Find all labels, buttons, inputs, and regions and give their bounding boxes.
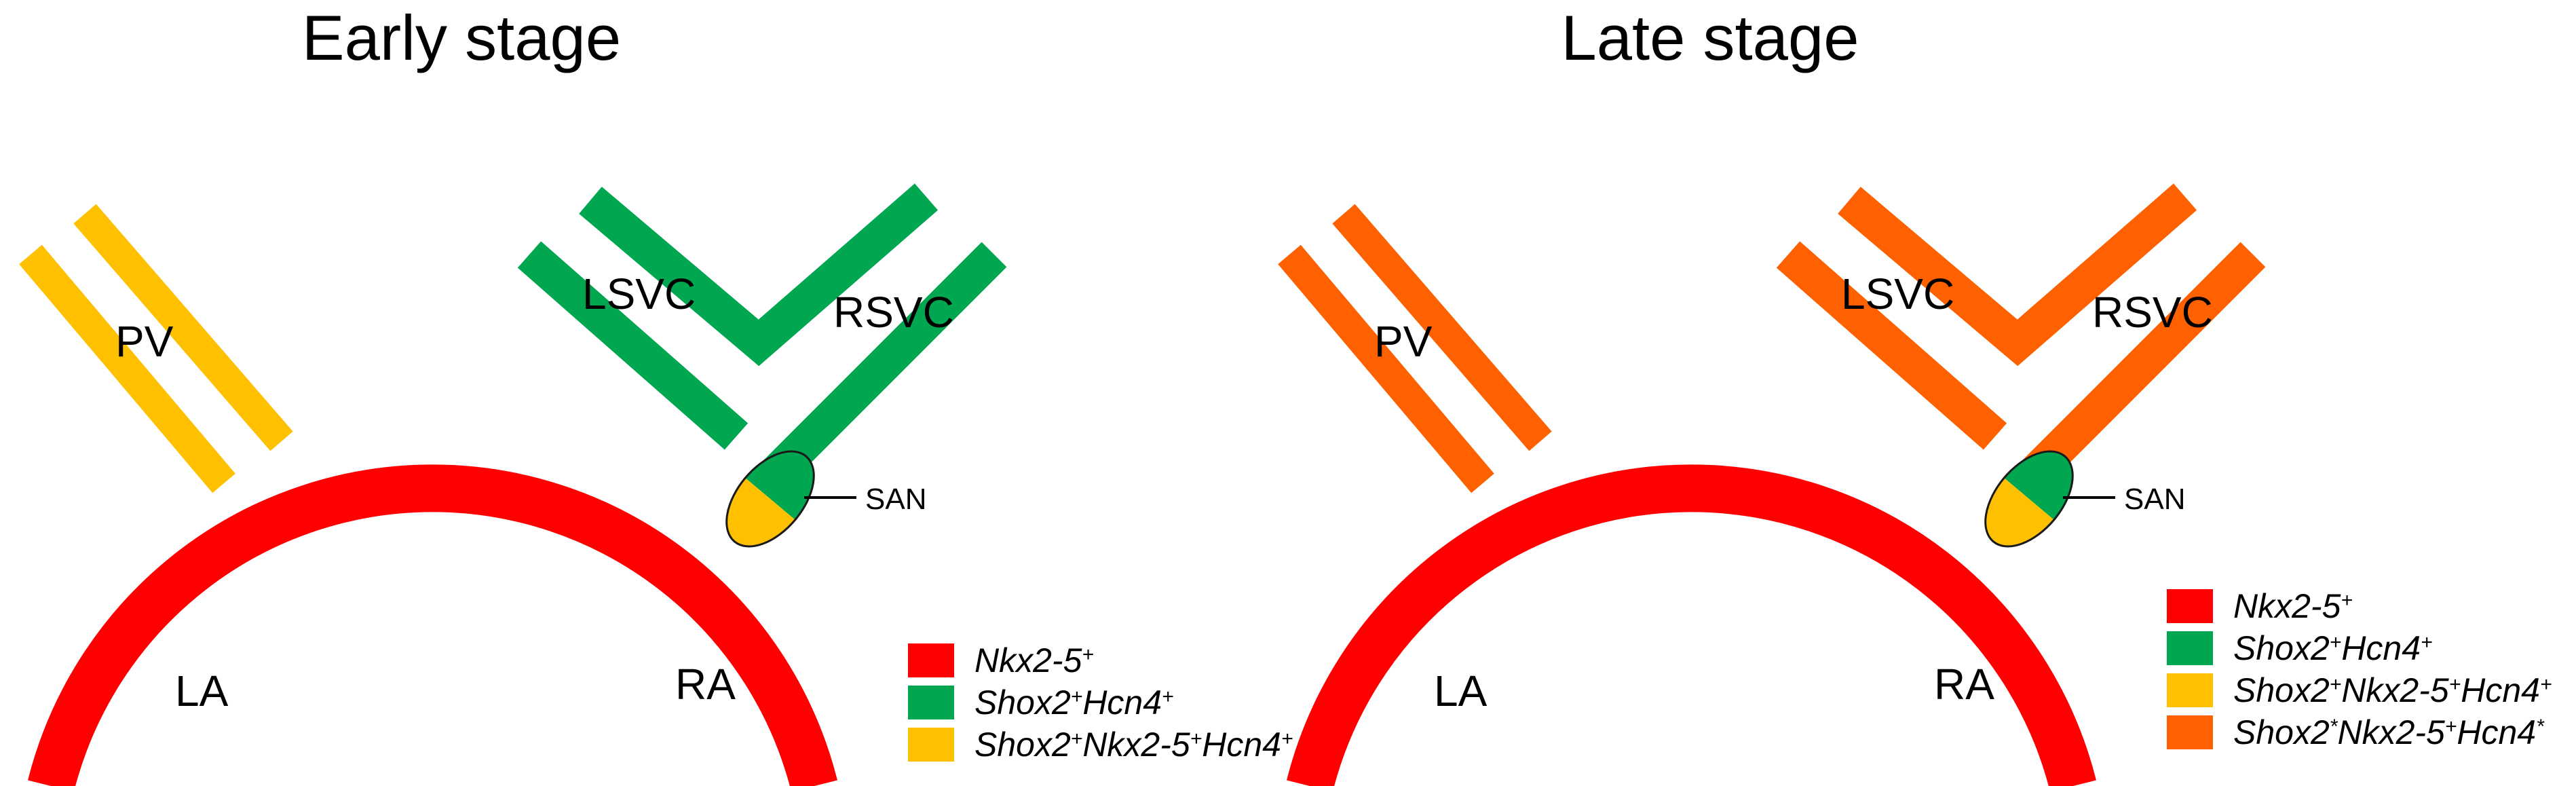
legend-swatch: [2167, 631, 2213, 665]
legend-label: Shox2*Nkx2-5+Hcn4*: [2233, 713, 2545, 751]
rsvc-label: RSVC: [833, 288, 954, 337]
svc-vessels: [1776, 183, 2266, 488]
svc-vessels: [517, 183, 1007, 488]
legend-label: Shox2+Nkx2-5+Hcn4+: [2233, 671, 2552, 709]
legend-label: Nkx2-5+: [974, 641, 1094, 679]
legend-swatch: [2167, 673, 2213, 707]
ra-label: RA: [1934, 660, 1994, 709]
legend-item: Shox2+Nkx2-5+Hcn4+: [908, 726, 1293, 764]
lsvc-label: LSVC: [582, 269, 696, 318]
panel-title: Late stage: [1561, 2, 1859, 73]
legend-label: Nkx2-5+: [2233, 587, 2353, 625]
legend-label: Shox2+Hcn4+: [974, 684, 1174, 722]
pv-vessel: [1278, 204, 1552, 493]
legend-item: Nkx2-5+: [2167, 587, 2353, 625]
legend: Nkx2-5+ Shox2+Hcn4+ Shox2+Nkx2-5+Hcn4+ Shox…: [2167, 587, 2552, 751]
la-label: LA: [1434, 667, 1488, 715]
panel-title: Early stage: [302, 2, 621, 73]
legend-item: Shox2+Nkx2-5+Hcn4+: [2167, 671, 2552, 709]
ra-label: RA: [675, 660, 736, 709]
lsvc-label: LSVC: [1841, 269, 1954, 318]
legend-item: Shox2*Nkx2-5+Hcn4*: [2167, 713, 2545, 751]
panel-early-stage: Early stage SAN: [19, 2, 1293, 786]
atrium-ring: [1287, 464, 2096, 786]
panel-late-stage: Late stage SAN PV LSVC RSVC: [1278, 2, 2552, 786]
legend-item: Shox2+Hcn4+: [2167, 629, 2433, 667]
legend-item: Nkx2-5+: [908, 641, 1094, 679]
legend-item: Shox2+Hcn4+: [908, 684, 1174, 722]
legend: Nkx2-5+ Shox2+Hcn4+ Shox2+Nkx2-5+Hcn4+: [908, 641, 1293, 764]
san-label: SAN: [865, 483, 926, 516]
vessel-base-gaps: [70, 276, 283, 498]
pv-label: PV: [1374, 317, 1433, 366]
la-label: LA: [175, 667, 229, 715]
atrium-ring: [28, 464, 837, 786]
legend-swatch: [2167, 715, 2213, 749]
pv-vessel: [19, 204, 293, 493]
legend-swatch: [2167, 589, 2213, 623]
legend-label: Shox2+Hcn4+: [2233, 629, 2433, 667]
legend-label: Shox2+Nkx2-5+Hcn4+: [974, 726, 1293, 764]
vessel-base-gaps: [1329, 276, 1542, 498]
rsvc-label: RSVC: [2092, 288, 2213, 337]
san-label: SAN: [2124, 483, 2185, 516]
pv-label: PV: [115, 317, 174, 366]
legend-swatch: [908, 643, 954, 677]
legend-swatch: [908, 728, 954, 762]
legend-swatch: [908, 686, 954, 719]
